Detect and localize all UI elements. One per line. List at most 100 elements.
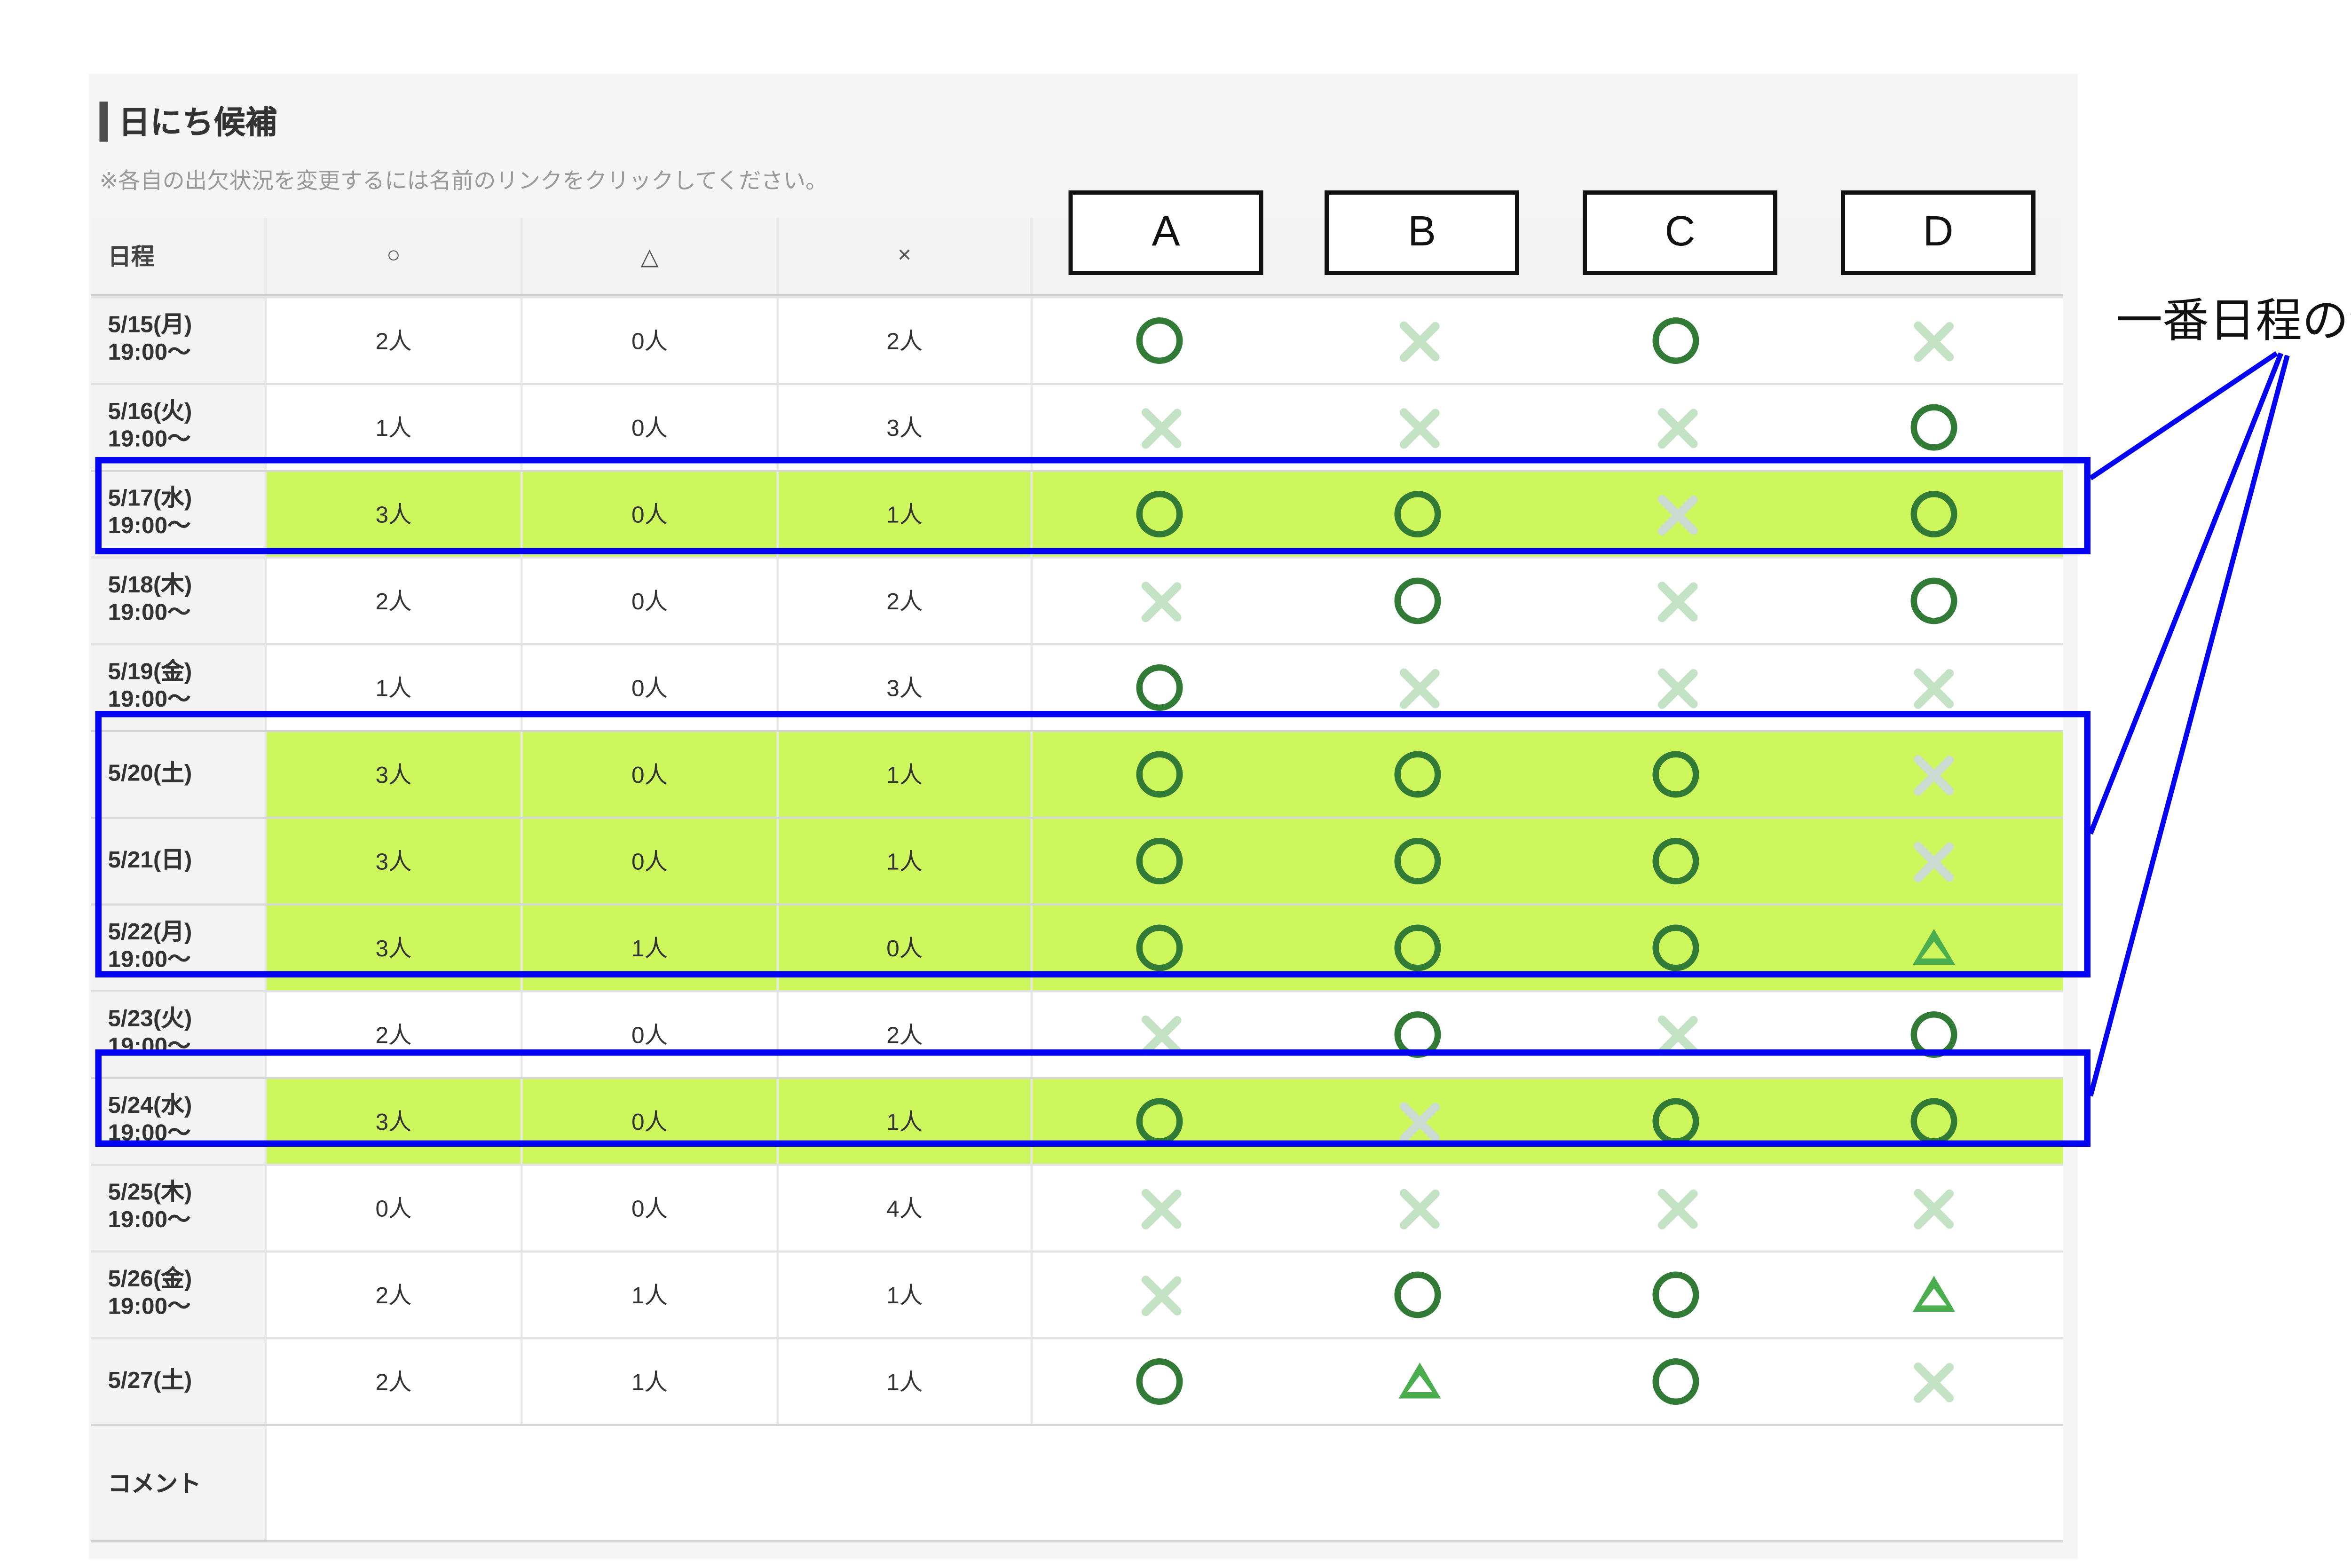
attendance-mark xyxy=(1645,829,1708,893)
time-label: 19:00～ xyxy=(108,514,191,540)
yes-count: 2人 xyxy=(267,559,523,643)
yes-count: 3人 xyxy=(267,732,523,817)
attendance-mark xyxy=(1645,1263,1708,1327)
date-label: 5/27(土) xyxy=(108,1368,192,1394)
attendance-mark xyxy=(1645,743,1708,806)
no-count: 1人 xyxy=(779,819,1033,904)
time-label: 19:00～ xyxy=(108,948,191,973)
maybe-count: 1人 xyxy=(522,1253,779,1337)
member-header-b[interactable]: B xyxy=(1325,190,1519,275)
date-row: 5/20(土) 3人 0人 1人 xyxy=(91,730,2063,817)
no-count: 2人 xyxy=(779,559,1033,643)
attendance-mark-cell-a xyxy=(1033,732,1290,817)
maybe-count: 0人 xyxy=(522,472,779,557)
maybe-count: 0人 xyxy=(522,385,779,470)
attendance-mark xyxy=(1129,1003,1193,1066)
attendance-mark-cell-a xyxy=(1033,385,1290,470)
attendance-mark xyxy=(1387,1350,1451,1413)
attendance-mark xyxy=(1902,1090,1966,1153)
attendance-mark-cell-c xyxy=(1547,645,1806,730)
attendance-mark xyxy=(1902,482,1966,546)
attendance-mark xyxy=(1129,1176,1193,1240)
attendance-mark xyxy=(1129,1263,1193,1327)
no-count: 2人 xyxy=(779,992,1033,1077)
attendance-mark xyxy=(1129,829,1193,893)
attendance-mark xyxy=(1645,482,1708,546)
attendance-mark-cell-b xyxy=(1290,298,1548,383)
yes-count: 2人 xyxy=(267,1253,523,1337)
no-count: 0人 xyxy=(779,906,1033,990)
date-cell: 5/25(木) 19:00～ xyxy=(91,1166,267,1251)
attendance-mark-cell-b xyxy=(1290,645,1548,730)
date-row: 5/23(火) 19:00～ 2人 0人 2人 xyxy=(91,990,2063,1077)
attendance-mark xyxy=(1387,829,1451,893)
date-label: 5/23(火) xyxy=(108,1007,192,1032)
date-cell: 5/22(月) 19:00～ xyxy=(91,906,267,990)
yes-count: 3人 xyxy=(267,1079,523,1164)
attendance-mark-cell-c xyxy=(1547,1253,1806,1337)
attendance-mark xyxy=(1902,569,1966,633)
attendance-mark xyxy=(1129,1090,1193,1153)
attendance-mark xyxy=(1902,396,1966,459)
attendance-mark-cell-b xyxy=(1290,559,1548,643)
attendance-mark-cell-c xyxy=(1547,1166,1806,1251)
attendance-mark xyxy=(1645,1350,1708,1413)
yes-count: 1人 xyxy=(267,385,523,470)
time-label: 19:00～ xyxy=(108,1295,191,1320)
attendance-mark-cell-d xyxy=(1805,559,2063,643)
date-cell: 5/19(金) 19:00～ xyxy=(91,645,267,730)
attendance-mark-cell-a xyxy=(1033,992,1290,1077)
date-row: 5/17(水) 19:00～ 3人 0人 1人 xyxy=(91,470,2063,557)
member-header-c[interactable]: C xyxy=(1583,190,1777,275)
yes-count: 3人 xyxy=(267,819,523,904)
no-count: 1人 xyxy=(779,1079,1033,1164)
attendance-mark-cell-a xyxy=(1033,1166,1290,1251)
attendance-mark-cell-d xyxy=(1805,906,2063,990)
maybe-column-header: △ xyxy=(523,218,779,294)
date-label: 5/26(金) xyxy=(108,1267,192,1293)
date-label: 5/20(土) xyxy=(108,760,192,786)
date-cell: 5/16(火) 19:00～ xyxy=(91,385,267,470)
date-row: 5/22(月) 19:00～ 3人 1人 0人 xyxy=(91,903,2063,990)
yes-count: 3人 xyxy=(267,472,523,557)
maybe-count: 0人 xyxy=(522,992,779,1077)
maybe-count: 0人 xyxy=(522,645,779,730)
date-row: 5/15(月) 19:00～ 2人 0人 2人 xyxy=(91,296,2063,383)
attendance-mark-cell-c xyxy=(1547,819,1806,904)
time-label: 19:00～ xyxy=(108,1121,191,1147)
no-count: 4人 xyxy=(779,1166,1033,1251)
attendance-mark xyxy=(1129,482,1193,546)
attendance-mark xyxy=(1902,1176,1966,1240)
table-body: 5/15(月) 19:00～ 2人 0人 2人 5/16(火) 19:00～ 1… xyxy=(91,296,2063,1424)
attendance-mark xyxy=(1387,656,1451,719)
date-cell: 5/15(月) 19:00～ xyxy=(91,298,267,383)
attendance-mark-cell-d xyxy=(1805,819,2063,904)
time-label: 19:00～ xyxy=(108,1034,191,1060)
callout-line-3 xyxy=(2088,355,2290,1097)
attendance-mark xyxy=(1645,309,1708,372)
date-label: 5/25(木) xyxy=(108,1181,192,1206)
attendance-mark-cell-c xyxy=(1547,559,1806,643)
attendance-mark xyxy=(1645,396,1708,459)
attendance-mark-cell-c xyxy=(1547,732,1806,817)
attendance-mark xyxy=(1129,396,1193,459)
date-row: 5/27(土) 2人 1人 1人 xyxy=(91,1337,2063,1424)
yes-count: 2人 xyxy=(267,298,523,383)
annotation-note: 一番日程の合う箇所を緑色に表示してくれます。 xyxy=(2116,294,2351,347)
date-column-header: 日程 xyxy=(91,218,267,294)
maybe-count: 0人 xyxy=(522,1166,779,1251)
comment-row: コメント xyxy=(91,1424,2063,1543)
attendance-mark-cell-d xyxy=(1805,732,2063,817)
date-row: 5/24(水) 19:00～ 3人 0人 1人 xyxy=(91,1077,2063,1164)
no-column-header: × xyxy=(779,218,1033,294)
time-label: 19:00～ xyxy=(108,427,191,453)
member-header-d[interactable]: D xyxy=(1841,190,2035,275)
date-row: 5/26(金) 19:00～ 2人 1人 1人 xyxy=(91,1250,2063,1337)
attendance-mark xyxy=(1387,1176,1451,1240)
attendance-mark xyxy=(1645,1003,1708,1066)
attendance-mark-cell-b xyxy=(1290,1253,1548,1337)
maybe-count: 0人 xyxy=(522,1079,779,1164)
member-header-a[interactable]: A xyxy=(1068,190,1263,275)
maybe-count: 1人 xyxy=(522,1339,779,1424)
date-label: 5/19(金) xyxy=(108,660,192,686)
